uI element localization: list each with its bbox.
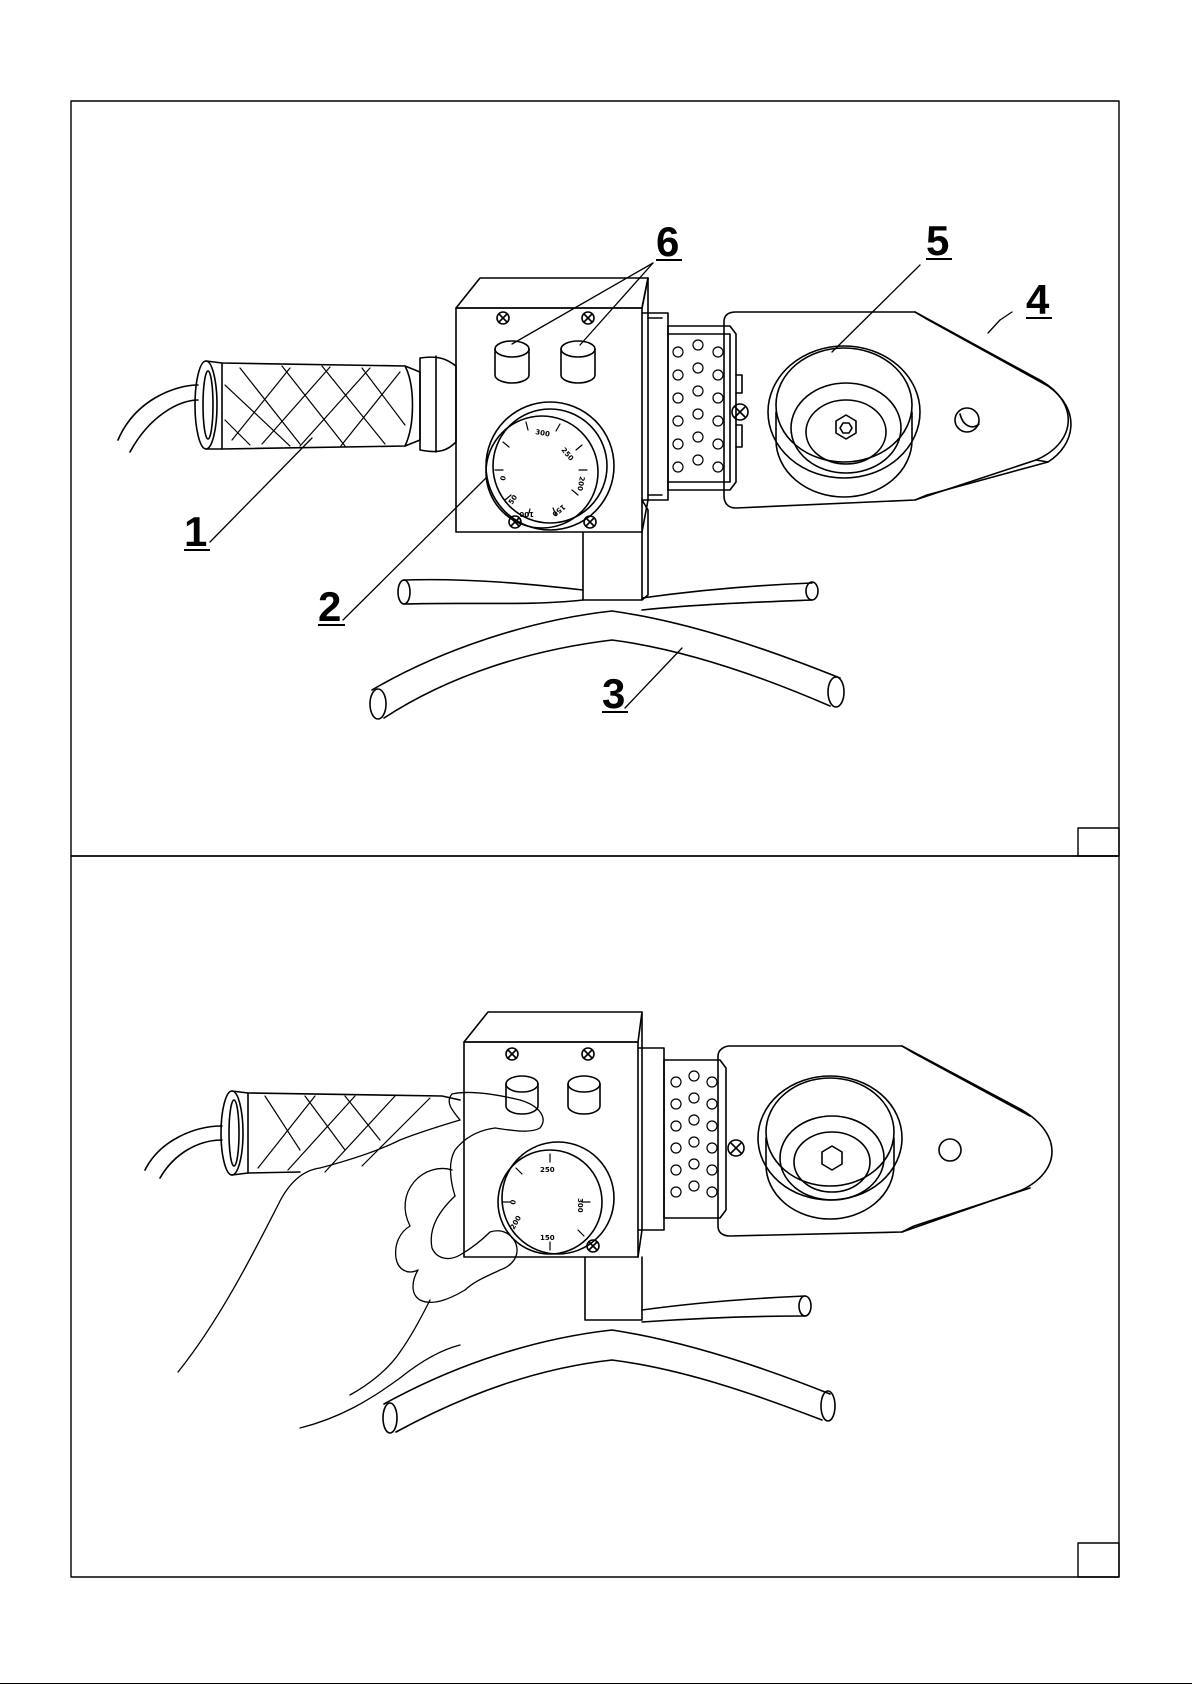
dial-tick-200: 200 <box>575 476 585 492</box>
mounting-hole <box>955 408 979 432</box>
control-box <box>464 1012 642 1257</box>
indicator-lamp-left <box>506 1076 538 1114</box>
welder-figure-top <box>118 263 1071 719</box>
dial-tick-0: 0 <box>509 1199 518 1205</box>
callouts: 1 2 3 4 5 6 <box>184 217 1050 717</box>
welder-figure-bottom <box>145 1012 1052 1433</box>
callout-6: 6 <box>656 218 679 265</box>
power-cord <box>145 1126 222 1170</box>
vent-block <box>638 1048 744 1230</box>
mounting-hole <box>939 1139 961 1161</box>
leader-line-2 <box>343 478 486 620</box>
dial-tick-100: 100 <box>519 510 534 518</box>
dial-tick-300: 300 <box>576 1198 584 1213</box>
callout-3: 3 <box>602 670 625 717</box>
screw <box>506 1048 518 1060</box>
callout-4: 4 <box>1026 276 1050 323</box>
thermostat-dial <box>498 1142 614 1254</box>
callout-2: 2 <box>318 583 341 630</box>
thermostat-dial <box>486 402 614 530</box>
page-number-box-bottom <box>1078 1543 1119 1577</box>
screw <box>582 1048 594 1060</box>
stand-post <box>585 1257 642 1320</box>
dial-tick-250: 250 <box>540 1166 555 1174</box>
screw <box>582 312 594 324</box>
dial-tick-250: 250 <box>559 446 575 462</box>
leader-line-4b <box>988 320 1000 333</box>
leader-line-3 <box>625 648 682 708</box>
indicator-lamp-right <box>561 341 595 383</box>
callout-1: 1 <box>184 508 207 555</box>
dial-tick-150: 150 <box>540 1234 555 1242</box>
dial-tick-300: 300 <box>535 428 551 438</box>
dial-tick-200: 200 <box>509 1214 523 1231</box>
power-cord <box>118 385 198 440</box>
leader-line-4 <box>1000 312 1012 320</box>
screw <box>584 516 596 528</box>
callout-5: 5 <box>926 217 949 264</box>
base-stand <box>383 1296 835 1433</box>
leader-line-6a <box>512 263 653 344</box>
welding-socket <box>758 1076 902 1219</box>
handle <box>195 356 456 452</box>
vent-block <box>642 313 748 500</box>
dial-tick-150: 150 <box>550 502 566 518</box>
hand <box>178 1092 543 1428</box>
frame-top <box>71 101 1119 856</box>
dial-tick-50: 50 <box>507 493 519 506</box>
leader-line-1 <box>210 438 312 542</box>
page-number-box-top <box>1078 828 1119 856</box>
dial-labels-top: 0 50 100 150 200 250 300 <box>499 428 586 518</box>
stand-post <box>583 500 648 600</box>
dial-tick-0: 0 <box>499 475 508 481</box>
page-bottom-rule <box>0 1683 1192 1684</box>
indicator-lamp-right <box>568 1076 600 1114</box>
frame-bottom <box>71 856 1119 1577</box>
heating-plate <box>718 1046 1052 1236</box>
dial-labels-bottom: 0 250 300 200 150 <box>509 1166 584 1242</box>
screw <box>497 312 509 324</box>
leader-line-5 <box>832 265 920 352</box>
indicator-lamp-left <box>495 341 529 383</box>
control-box <box>456 278 648 532</box>
welding-socket <box>768 346 920 497</box>
